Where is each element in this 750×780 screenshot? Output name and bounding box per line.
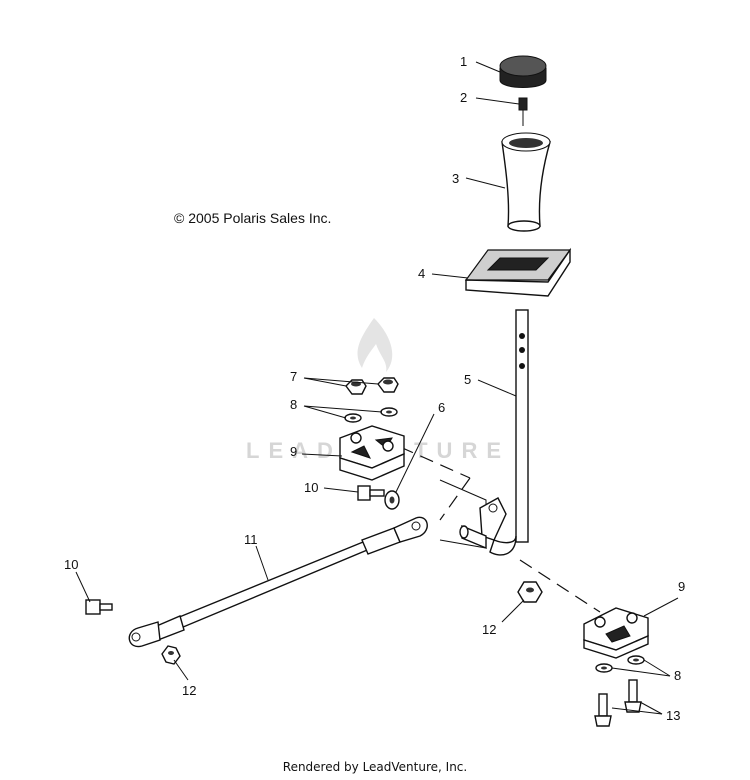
part-washer-6 — [384, 490, 400, 510]
flame-logo — [357, 318, 393, 372]
callout-11: 11 — [244, 532, 258, 547]
assembly-line — [379, 437, 601, 613]
callout-7: 7 — [290, 369, 297, 384]
callout-12-upper: 12 — [482, 622, 496, 637]
part-bracket-upper — [339, 425, 405, 481]
callout-10-lower: 10 — [64, 557, 78, 572]
part-shift-lever — [459, 309, 529, 556]
part-bolt-lower — [85, 599, 113, 615]
part-shift-boot — [464, 247, 572, 297]
callout-2: 2 — [460, 90, 467, 105]
part-bracket-lower — [583, 607, 649, 659]
callout-13: 13 — [666, 708, 680, 723]
callout-3: 3 — [452, 171, 459, 186]
part-knob-cap — [499, 55, 547, 88]
callout-12-lower: 12 — [182, 683, 196, 698]
part-linkage-rod — [128, 516, 428, 648]
callout-10-upper: 10 — [304, 480, 318, 495]
part-bolt-upper — [357, 485, 385, 501]
callout-8-lower: 8 — [674, 668, 681, 683]
callout-9-lower: 9 — [678, 579, 685, 594]
part-bolts-13 — [594, 679, 642, 727]
part-nut-12-upper — [517, 581, 543, 603]
callout-4: 4 — [418, 266, 425, 281]
part-shift-handle — [501, 132, 551, 232]
copyright-text: © 2005 Polaris Sales Inc. — [174, 210, 332, 226]
leader-lines — [75, 61, 679, 715]
part-nuts-upper — [345, 377, 399, 395]
callouts: 1 2 3 4 5 6 7 8 9 10 11 10 12 12 9 8 13 — [64, 54, 685, 723]
part-screw — [518, 97, 528, 126]
footer-credit: Rendered by LeadVenture, Inc. — [282, 760, 468, 774]
callout-8-upper: 8 — [290, 397, 297, 412]
callout-6: 6 — [438, 400, 445, 415]
part-nut-12-lower — [161, 645, 181, 665]
callout-1: 1 — [460, 54, 467, 69]
callout-5: 5 — [464, 372, 471, 387]
callout-9-upper: 9 — [290, 444, 297, 459]
